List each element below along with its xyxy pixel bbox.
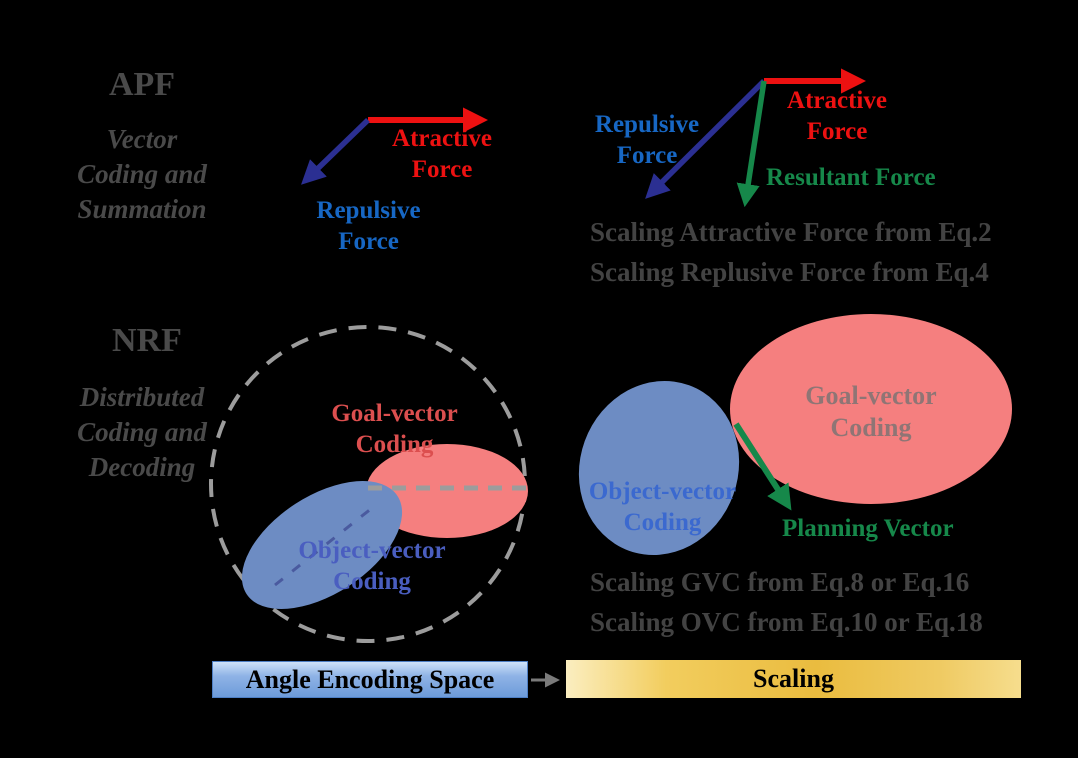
attractive-force-label-left: Atractive Force <box>392 125 492 183</box>
repulsive-force-label-right: Repulsive Force <box>594 111 700 169</box>
goal-vector-label-left: Goal-vector Coding <box>331 400 458 458</box>
angle-encoding-space-banner-label: Angle Encoding Space <box>245 664 495 694</box>
resultant-force-arrow <box>736 80 767 208</box>
resultant-force-label: Resultant Force <box>766 164 936 191</box>
nrf-subtitle: Distributed Coding and Decoding <box>77 382 207 483</box>
object-vector-label-left: Object-vector Coding <box>298 537 446 595</box>
scaling-banner: Scaling <box>566 660 1021 698</box>
angle-encoding-space-banner: Angle Encoding Space <box>212 661 528 698</box>
nrf-title: NRF <box>112 322 182 359</box>
goal-vector-ellipse-left <box>366 444 528 538</box>
repulsive-force-arrow-right <box>645 79 766 199</box>
attractive-force-label-right: Atractive Force <box>787 87 887 145</box>
goal-vector-ellipse-right <box>730 314 1012 504</box>
nrf-equation-line-1: Scaling GVC from Eq.8 or Eq.16 <box>590 567 970 597</box>
repulsive-force-label-left: Repulsive Force <box>316 197 421 255</box>
planning-vector-arrow <box>733 422 792 511</box>
apf-equation-line-2: Scaling Replusive Force from Eq.4 <box>590 257 989 287</box>
scaling-banner-label: Scaling <box>753 664 834 693</box>
object-vector-ellipse-left <box>241 481 403 609</box>
nrf-equation-line-2: Scaling OVC from Eq.10 or Eq.18 <box>590 607 983 637</box>
object-vector-label-right: Object-vector Coding <box>588 478 737 536</box>
apf-title: APF <box>108 66 176 103</box>
apf-subtitle: Vector Coding and Summation <box>77 124 207 225</box>
repulsive-force-arrow-left <box>301 118 370 185</box>
object-vector-ellipse-right <box>578 381 740 555</box>
apf-equation-line-1: Scaling Attractive Force from Eq.2 <box>590 217 992 247</box>
goal-vector-label-right: Goal-vector Coding <box>805 381 937 442</box>
planning-vector-label: Planning Vector <box>782 515 954 542</box>
